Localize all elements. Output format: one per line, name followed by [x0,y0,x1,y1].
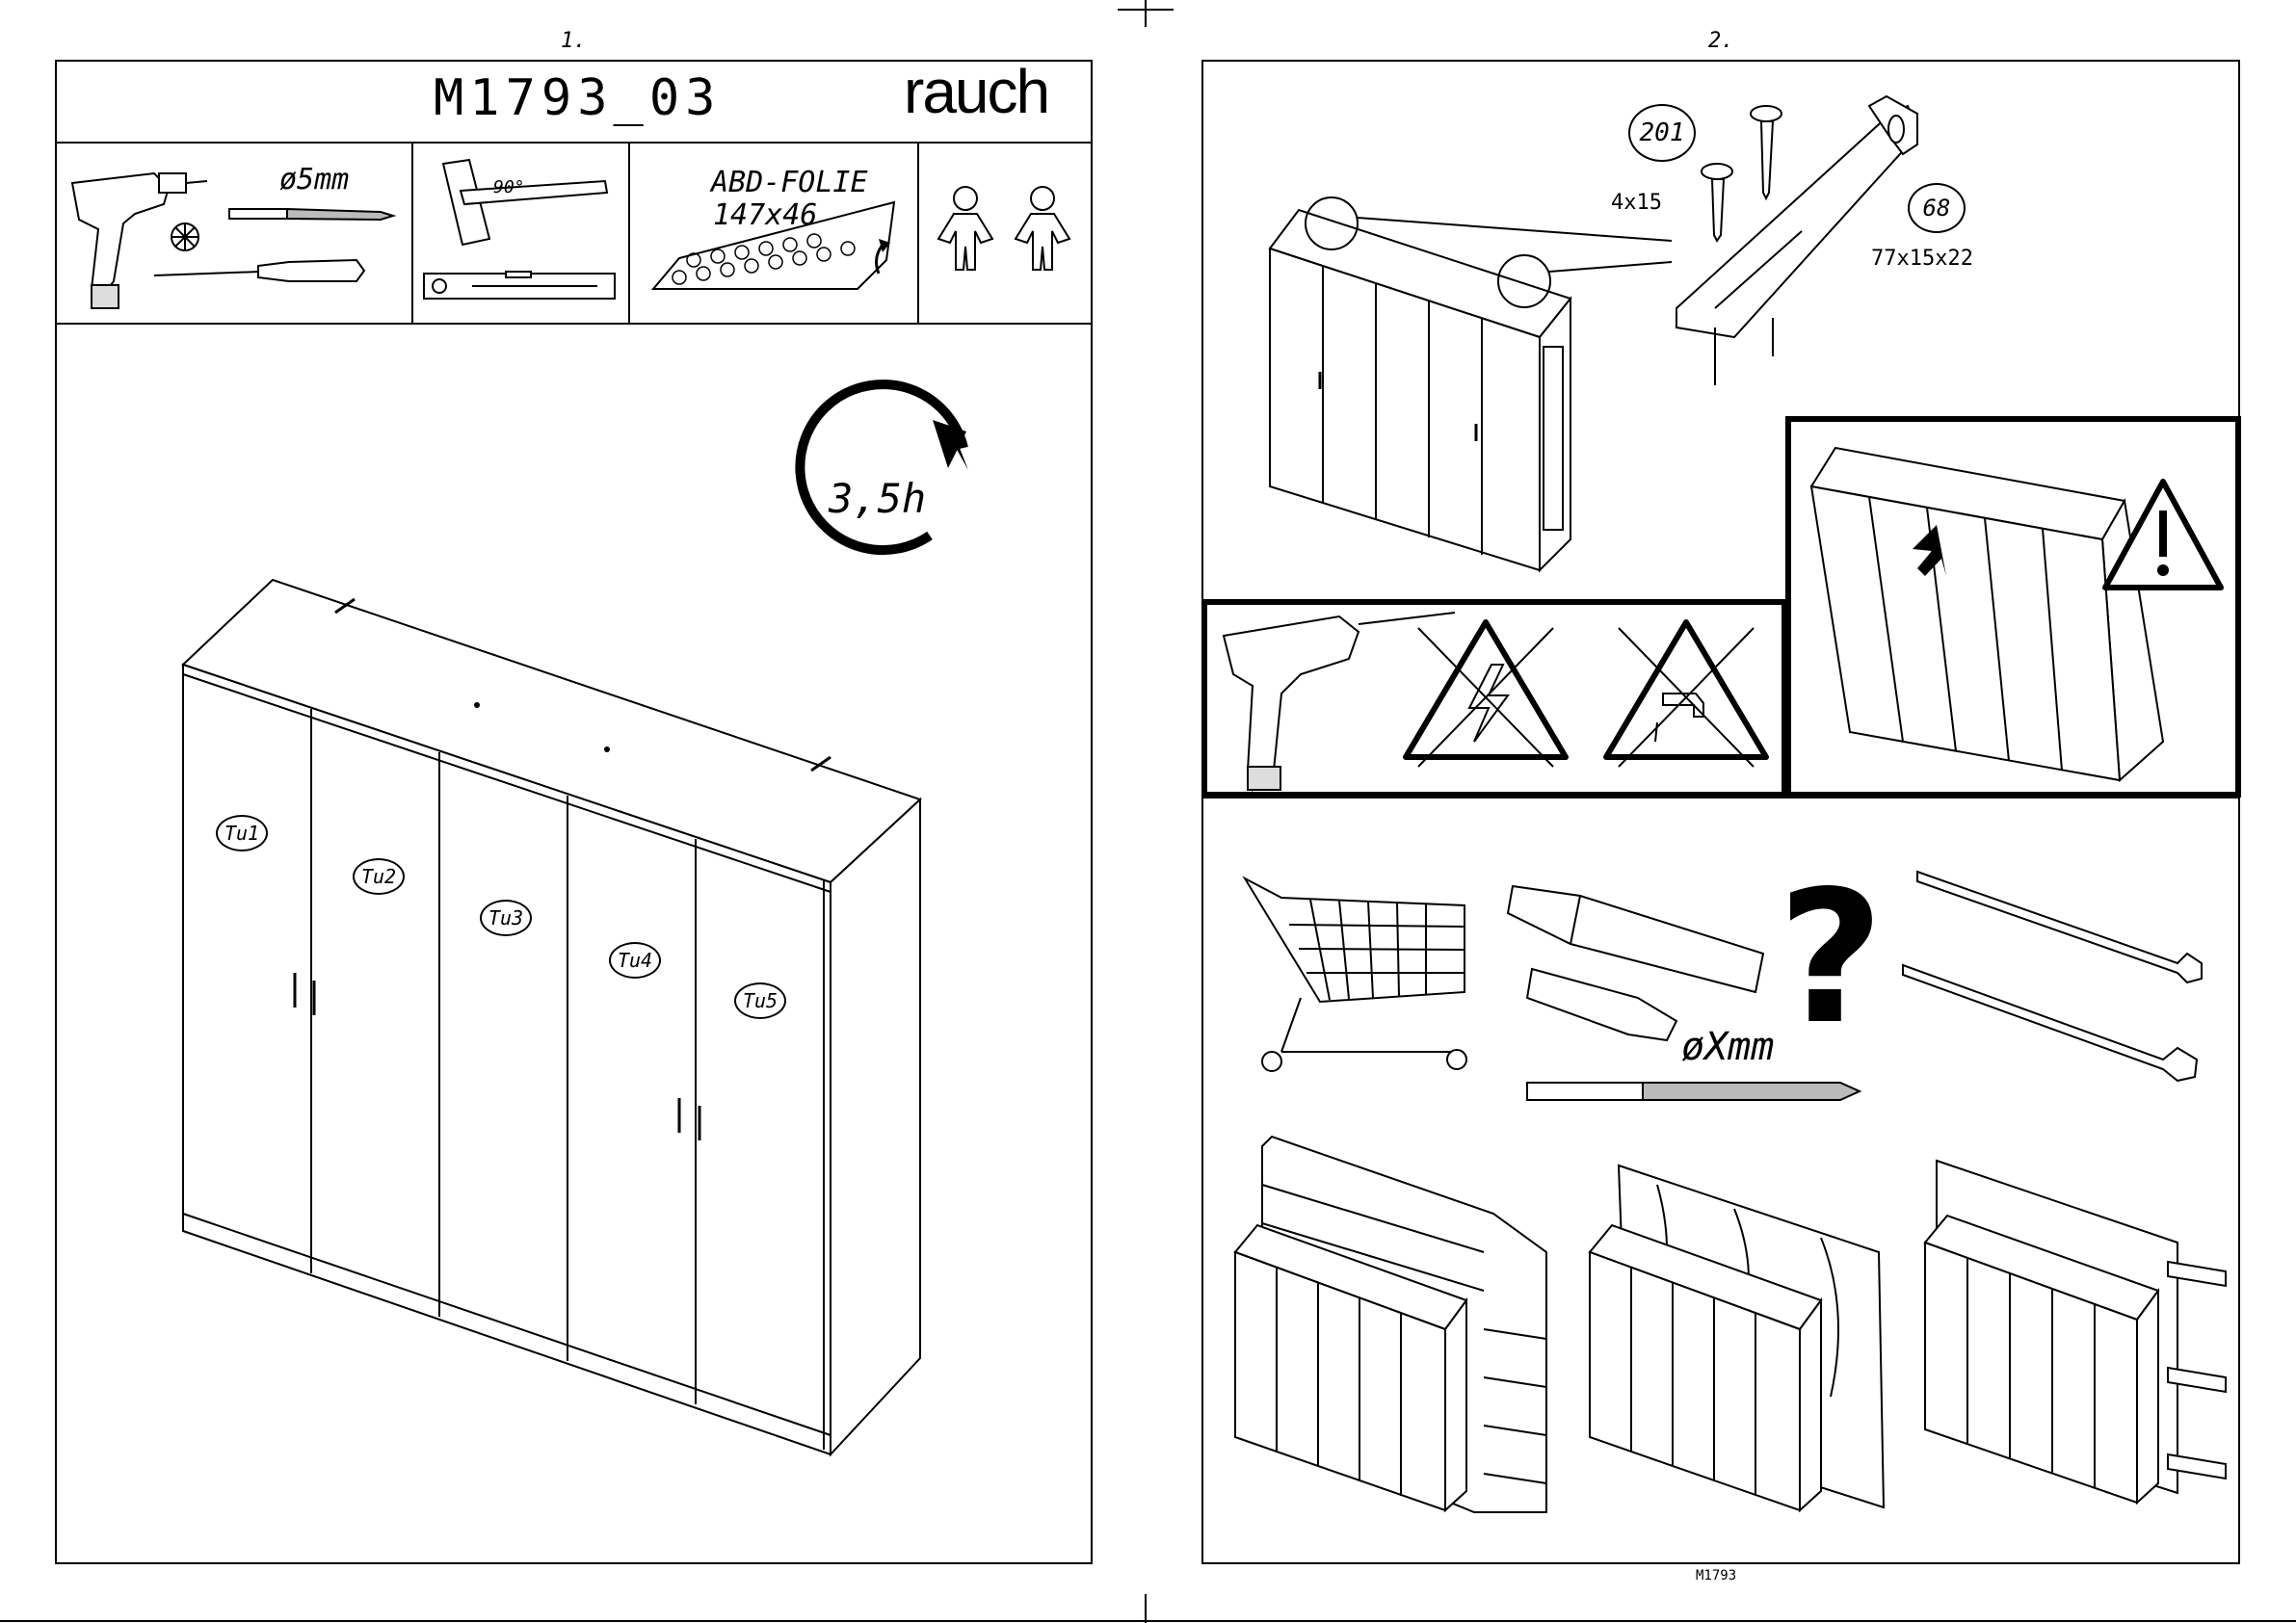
footer-model: M1793 [1696,1568,1736,1584]
